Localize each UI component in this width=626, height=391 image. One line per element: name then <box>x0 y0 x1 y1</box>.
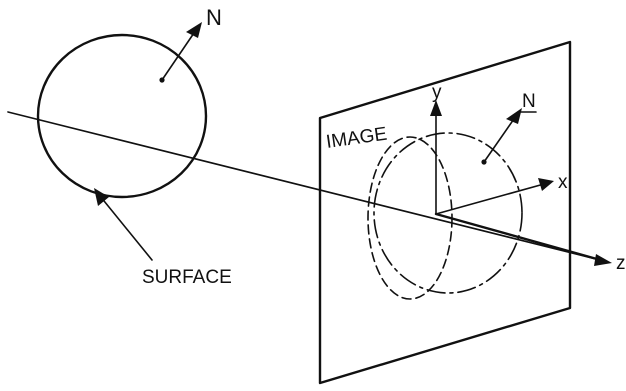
x-axis-label: x <box>558 172 568 193</box>
surface-pointer-arrow-shaft <box>99 195 153 261</box>
surface-normal-arrowhead <box>186 22 202 38</box>
image-plane <box>318 40 572 385</box>
surface-pointer-arrowhead <box>94 188 109 206</box>
projected-sphere-hidden-outline <box>367 136 453 300</box>
surface-label: SURFACE <box>142 267 232 288</box>
optical-axis-line <box>7 111 605 262</box>
y-axis-label: y <box>432 82 442 103</box>
image-normal-arrowhead <box>506 108 522 124</box>
image-plane-label: IMAGE <box>325 124 389 153</box>
y-axis-arrowhead <box>430 100 442 116</box>
surface-normal-arrow-shaft <box>161 29 197 81</box>
x-axis-shaft <box>435 183 545 215</box>
z-axis-shaft <box>434 212 606 263</box>
z-axis-label: z <box>616 253 626 274</box>
surface-sphere <box>36 33 208 199</box>
projected-sphere-outline <box>373 132 523 294</box>
x-axis-arrowhead <box>538 178 554 191</box>
surface-normal-label: N <box>206 5 222 30</box>
image-normal-arrow-shaft <box>483 115 517 163</box>
z-axis-arrowhead <box>594 254 612 266</box>
image-normal-label: N <box>522 91 536 112</box>
